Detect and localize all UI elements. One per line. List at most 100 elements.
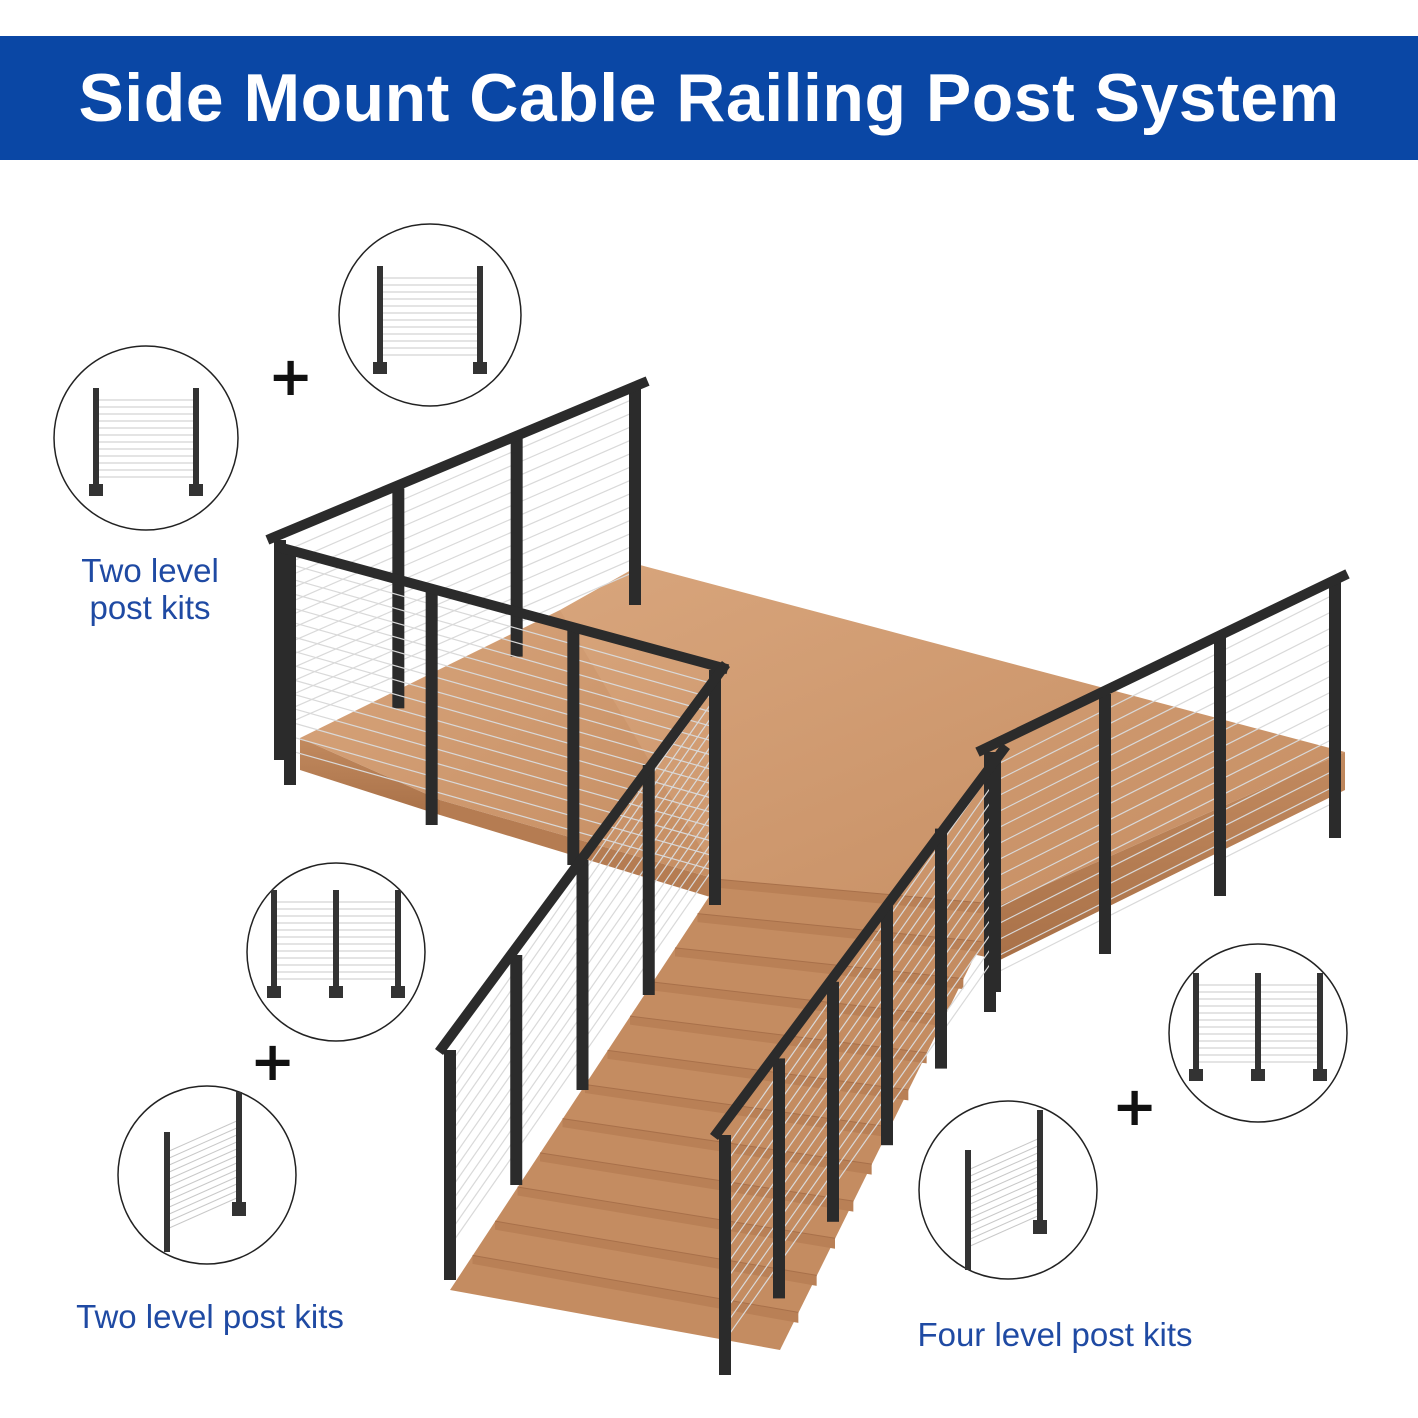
kit-post-base <box>391 986 405 998</box>
kit-post <box>193 388 199 490</box>
railing-post <box>284 550 296 785</box>
top-rail <box>275 541 730 675</box>
straight-two-post-kit-icon <box>373 266 487 374</box>
caption-top-left: Two level post kits <box>81 552 219 626</box>
kit-cable <box>967 1214 1041 1248</box>
caption-bottom-right: Four level post kits <box>917 1316 1193 1353</box>
three-post-kit-icon <box>1189 973 1327 1081</box>
kit-post <box>1037 1110 1043 1230</box>
cable-line <box>724 927 996 1312</box>
cable-line <box>989 641 1336 817</box>
railings <box>265 376 1350 1375</box>
stair-post-kit-icon <box>164 1092 246 1252</box>
kit-cable <box>166 1175 240 1209</box>
title-banner: Side Mount Cable Railing Post System <box>0 36 1418 160</box>
cable-line <box>279 531 636 688</box>
cable-line <box>724 956 996 1341</box>
kit-cable <box>166 1133 240 1167</box>
cable-line <box>989 737 1336 913</box>
kit-post <box>1255 973 1261 1075</box>
railing-post <box>1099 694 1111 954</box>
railing-post <box>719 1135 731 1375</box>
kit-cable <box>967 1151 1041 1185</box>
kit-cable <box>166 1161 240 1195</box>
cable-line <box>989 593 1336 769</box>
stair-post-kit-icon <box>965 1110 1047 1270</box>
cable-line <box>724 839 996 1224</box>
kit-post-base <box>1251 1069 1265 1081</box>
stair-step-riser <box>630 1016 927 1064</box>
cable-line <box>279 557 636 714</box>
railing-section <box>975 569 1350 1012</box>
kit-cable <box>967 1144 1041 1178</box>
kit-cable <box>967 1193 1041 1227</box>
railing-post <box>827 981 839 1222</box>
cable-line <box>724 912 996 1297</box>
kit-post <box>1317 973 1323 1075</box>
kit-cable <box>967 1207 1041 1241</box>
kit-post <box>93 388 99 490</box>
top-rail <box>710 743 1010 1140</box>
cable-line <box>289 578 716 700</box>
kit-post-base <box>89 484 103 496</box>
kit-cable <box>166 1126 240 1160</box>
stair-step-riser <box>562 1119 872 1175</box>
kit-post-base <box>373 362 387 374</box>
kit-post-base <box>1033 1220 1047 1234</box>
cable-line <box>724 810 996 1195</box>
kit-cable <box>166 1154 240 1188</box>
cable-line <box>289 621 716 743</box>
straight-two-post-kit-icon <box>89 388 203 496</box>
cable-line <box>989 801 1336 977</box>
kit-post-base <box>329 986 343 998</box>
cable-line <box>724 780 996 1165</box>
cable-line <box>279 411 636 568</box>
railing-section <box>710 743 1010 1375</box>
cable-line <box>989 609 1336 785</box>
kit-post <box>271 890 277 992</box>
railing-post <box>629 385 641 605</box>
cable-line <box>724 898 996 1283</box>
cable-line <box>724 883 996 1268</box>
circle-mid-left <box>246 862 426 1042</box>
kit-cable <box>166 1189 240 1223</box>
kit-cable <box>967 1172 1041 1206</box>
cable-line <box>989 657 1336 833</box>
circle-top-left <box>53 345 239 531</box>
caption-bottom-left: Two level post kits <box>76 1298 344 1335</box>
kit-post-base <box>1189 1069 1203 1081</box>
kit-post <box>236 1092 242 1212</box>
kit-post-base <box>189 484 203 496</box>
railing-post <box>425 590 438 825</box>
kit-cable <box>967 1137 1041 1171</box>
kit-cable <box>967 1200 1041 1234</box>
stair-step-riser <box>495 1221 817 1286</box>
cable-line <box>279 464 636 621</box>
page-title: Side Mount Cable Railing Post System <box>78 60 1340 136</box>
kit-cable <box>166 1168 240 1202</box>
kit-cable <box>967 1158 1041 1192</box>
top-rail <box>975 569 1350 757</box>
kit-cable <box>967 1186 1041 1220</box>
kit-post <box>333 890 339 992</box>
cable-line <box>289 563 716 685</box>
cable-line <box>989 689 1336 865</box>
circle-bottom-left <box>117 1085 297 1265</box>
plus-sign-left: + <box>250 1030 296 1093</box>
railing-post <box>576 860 589 1090</box>
kit-post-base <box>267 986 281 998</box>
kit-cable <box>166 1182 240 1216</box>
railing-post <box>773 1058 785 1299</box>
kit-post-base <box>1313 1069 1327 1081</box>
railing-post <box>1214 636 1226 896</box>
plus-sign-right: + <box>1112 1075 1158 1138</box>
stair-step-riser <box>697 914 982 953</box>
cable-line <box>279 451 636 608</box>
cable-line <box>289 592 716 714</box>
top-rail <box>435 661 730 1055</box>
railing-post <box>642 765 655 995</box>
cable-line <box>724 795 996 1180</box>
top-rail <box>265 376 650 545</box>
kit-post <box>1193 973 1199 1075</box>
